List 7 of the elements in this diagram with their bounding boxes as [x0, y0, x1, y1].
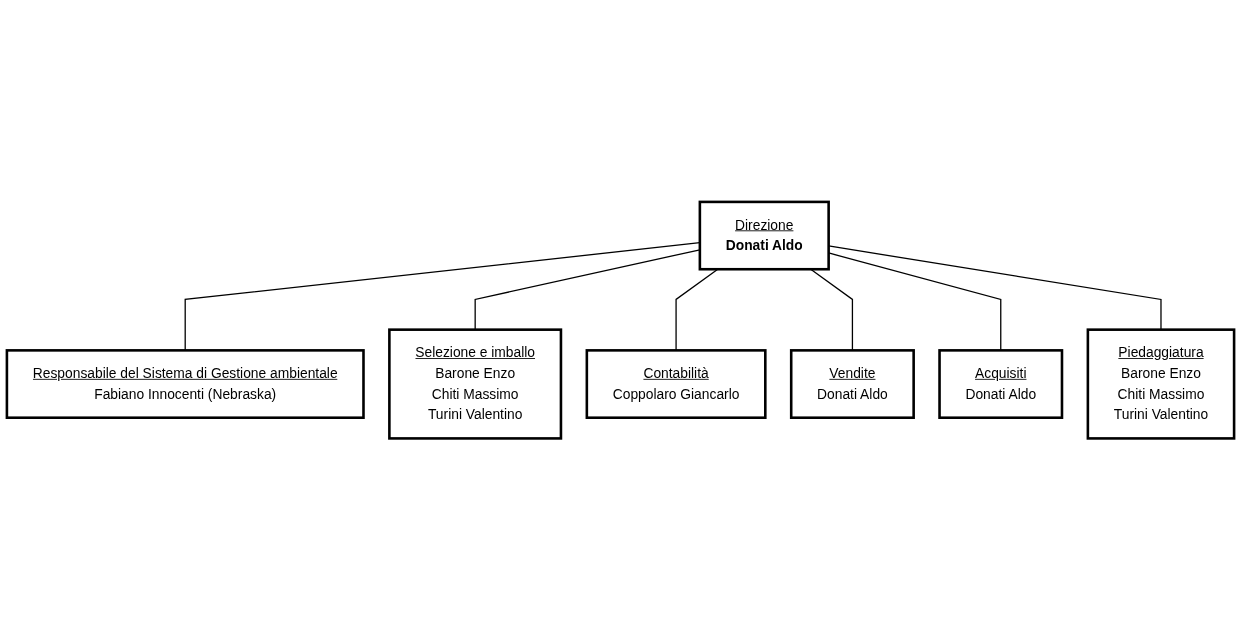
node-box: Direzione Donati Aldo — [698, 200, 830, 271]
node-box: Responsabile del Sistema di Gestione ambientale Fabiano Innocenti (Nebraska) — [5, 349, 365, 420]
node-box: Contabilità Coppolaro Giancarlo — [585, 349, 767, 420]
node-box: Piedaggiatura Barone Enzo Chiti Massimo Turini Valentino — [1086, 328, 1236, 441]
node-box: Vendite Donati Aldo — [789, 349, 915, 420]
node-box: Acquisiti Donati Aldo — [938, 349, 1064, 420]
node-box: Selezione e imballo Barone Enzo Chiti Massimo Turini Valentino — [388, 328, 563, 441]
